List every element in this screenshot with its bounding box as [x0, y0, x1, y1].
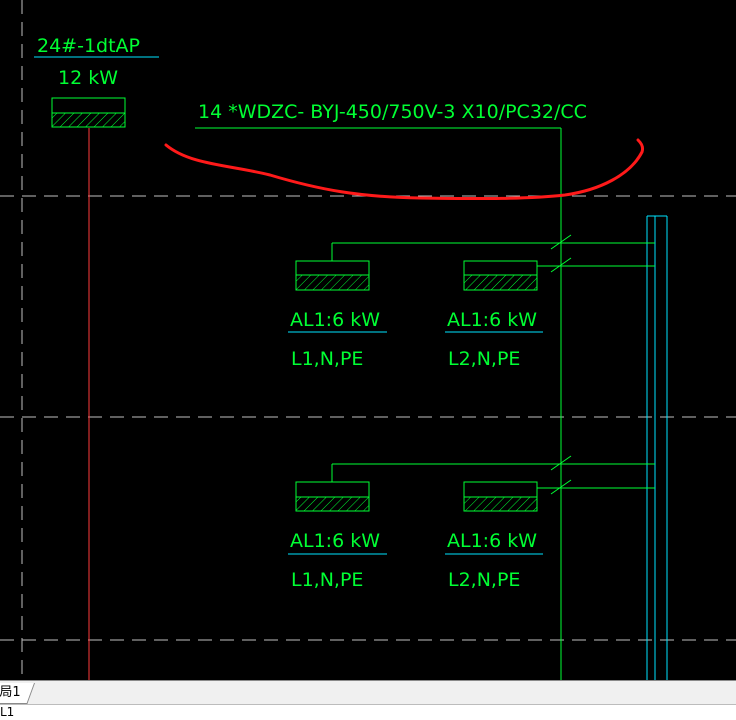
cad-drawing: 24#-1dtAP 12 kW 14 *WDZC- BYJ-450/750V-3… [0, 0, 736, 680]
load-3-power: AL1:6 kW [290, 530, 380, 552]
load-3-phases: L1,N,PE [291, 569, 363, 591]
cable-spec-label: 14 *WDZC- BYJ-450/750V-3 X10/PC32/CC [198, 101, 587, 123]
tab-layout-1-label: 局1 [0, 685, 21, 700]
load-1-phases: L1,N,PE [291, 348, 363, 370]
load-box-1[interactable]: AL1:6 kW L1,N,PE [288, 260, 387, 370]
panel-24-1dtap[interactable]: 24#-1dtAP 12 kW [34, 35, 159, 680]
load-box-2[interactable]: AL1:6 kW L2,N,PE [445, 260, 543, 370]
branch-group-2 [331, 455, 655, 495]
feeder-cable[interactable]: 14 *WDZC- BYJ-450/750V-3 X10/PC32/CC [195, 101, 587, 680]
panel-symbol-hatch [51, 112, 126, 128]
load-4-power: AL1:6 kW [447, 530, 537, 552]
grid-lines [0, 0, 736, 680]
cad-drawing-canvas[interactable]: 24#-1dtAP 12 kW 14 *WDZC- BYJ-450/750V-3… [0, 0, 736, 680]
branch-group-1 [331, 234, 655, 273]
load-box-4[interactable]: AL1:6 kW L2,N,PE [445, 481, 543, 591]
red-markup-curve [164, 138, 644, 201]
panel-power-label: 12 kW [58, 67, 118, 89]
status-text: L1 [0, 705, 15, 719]
load-2-power: AL1:6 kW [447, 309, 537, 331]
panel-name-label: 24#-1dtAP [37, 35, 140, 57]
busway [646, 215, 668, 680]
layout-tab-bar: 局1 [0, 680, 736, 705]
load-box-3[interactable]: AL1:6 kW L1,N,PE [288, 481, 387, 591]
load-4-phases: L2,N,PE [448, 569, 520, 591]
tab-layout-1[interactable]: 局1 [0, 683, 36, 704]
load-2-phases: L2,N,PE [448, 348, 520, 370]
command-status-bar[interactable]: L1 [0, 704, 736, 720]
load-1-power: AL1:6 kW [290, 309, 380, 331]
